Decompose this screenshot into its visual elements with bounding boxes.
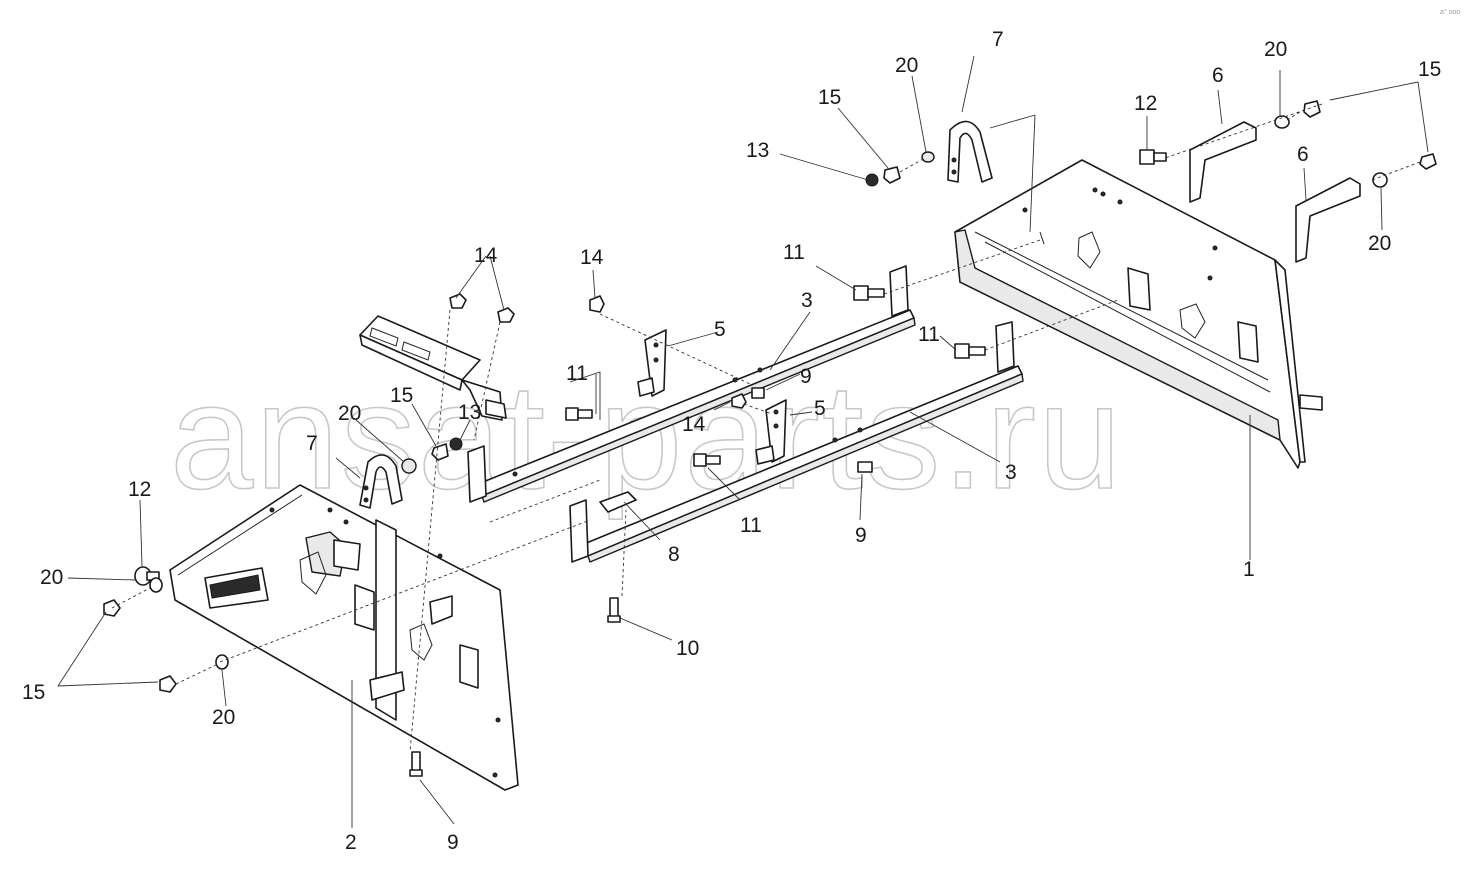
part-1-right-panel (954, 159, 1323, 469)
part-7-clamp-left (359, 454, 403, 509)
part-3-channel-upper (467, 265, 916, 503)
callout-8: 8 (668, 543, 680, 566)
callout-13-right: 13 (746, 139, 769, 162)
callout-11-left: 11 (566, 362, 588, 385)
callout-10: 10 (676, 637, 699, 660)
callout-9-middle: 9 (855, 524, 867, 547)
callout-15-right: 15 (1418, 58, 1441, 81)
callout-14-lower: 14 (682, 413, 706, 436)
callout-3-lower: 3 (1005, 461, 1017, 484)
callout-20-left: 20 (40, 566, 63, 589)
callout-9-lower: 9 (447, 831, 459, 854)
callout-5-upper: 5 (714, 318, 726, 341)
callout-20-right: 20 (1368, 232, 1391, 255)
callout-15-upper: 15 (818, 86, 841, 109)
part-2-left-panel (169, 484, 519, 791)
callout-12-right: 12 (1134, 92, 1157, 115)
leader-lines (57, 55, 1429, 828)
callout-9-upper: 9 (800, 365, 812, 388)
callout-11-middle-right: 11 (918, 323, 940, 346)
part-8-plate (599, 491, 637, 513)
callout-1: 1 (1243, 558, 1255, 581)
callout-20-middle-left: 20 (338, 402, 361, 425)
callout-3-upper: 3 (801, 289, 813, 312)
part-5-bracket-lower (755, 399, 787, 465)
callout-14-middle: 14 (580, 246, 604, 269)
callout-7-right: 7 (992, 28, 1004, 51)
callout-13-left: 13 (458, 401, 481, 424)
callout-6-lower: 6 (1297, 143, 1309, 166)
fasteners (103, 100, 1437, 777)
part-6-hook-lower (1295, 177, 1361, 263)
callout-2: 2 (345, 831, 357, 854)
part-6-hook-upper (1189, 121, 1257, 203)
bracket-assembly-left (359, 315, 507, 421)
callout-20-bottom-left: 20 (212, 706, 235, 729)
callout-15-middle-left: 15 (390, 384, 413, 407)
callout-15-bottom-left: 15 (22, 681, 45, 704)
callout-12-left: 12 (128, 478, 151, 501)
callout-6-upper: 6 (1212, 64, 1224, 87)
callout-11-lower: 11 (740, 514, 762, 537)
callout-20-top-right: 20 (1264, 38, 1287, 61)
callout-14-left: 14 (474, 244, 498, 267)
callout-11-upper-right: 11 (783, 241, 805, 264)
callout-20-upper: 20 (895, 54, 918, 77)
callout-5-lower: 5 (814, 397, 826, 420)
part-5-bracket-upper (637, 329, 667, 397)
callout-labels: 1 2 3 3 5 5 6 6 7 7 8 9 9 9 10 11 11 11 … (22, 28, 1441, 854)
corner-mark: a° ooo (1440, 8, 1460, 16)
callout-7-left: 7 (306, 432, 318, 455)
part-7-clamp-right (947, 120, 993, 183)
